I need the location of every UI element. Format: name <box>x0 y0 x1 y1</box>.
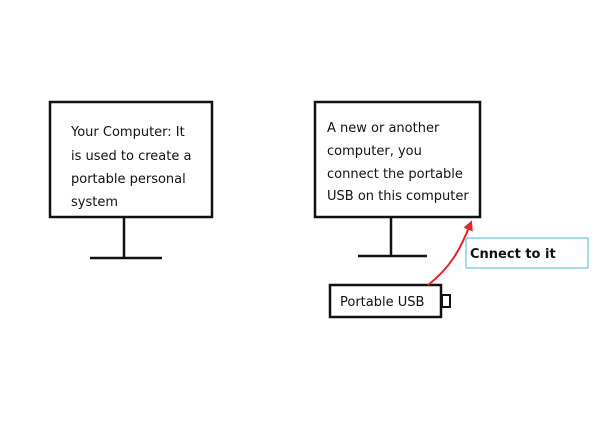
usb-connector-icon <box>441 294 451 308</box>
right-monitor-screen <box>313 100 482 219</box>
right-monitor-text-line-1: A new or another <box>327 121 440 136</box>
right-monitor-text-line-4: USB on this computer <box>327 189 469 204</box>
usb-body <box>328 283 443 319</box>
left-monitor-text-line-4: system <box>71 195 118 210</box>
left-monitor-text-line-1: Your Computer: It <box>70 125 185 140</box>
callout-label: Cnnect to it <box>470 247 556 262</box>
left-monitor: Your Computer: It is used to create a po… <box>48 100 214 260</box>
callout-box <box>465 237 589 269</box>
portable-usb: Portable USB <box>328 283 451 319</box>
callout: Cnnect to it <box>465 237 589 269</box>
usb-label: Portable USB <box>340 295 424 310</box>
connection-arrow <box>427 220 473 286</box>
right-monitor-text-line-2: computer, you <box>327 144 422 159</box>
left-monitor-text-line-3: portable personal <box>71 172 186 187</box>
right-monitor: A new or another computer, you connect t… <box>313 100 482 258</box>
right-monitor-text-line-3: connect the portable <box>327 167 463 182</box>
left-monitor-screen <box>48 100 214 219</box>
left-monitor-text-line-2: is used to create a <box>71 149 191 164</box>
